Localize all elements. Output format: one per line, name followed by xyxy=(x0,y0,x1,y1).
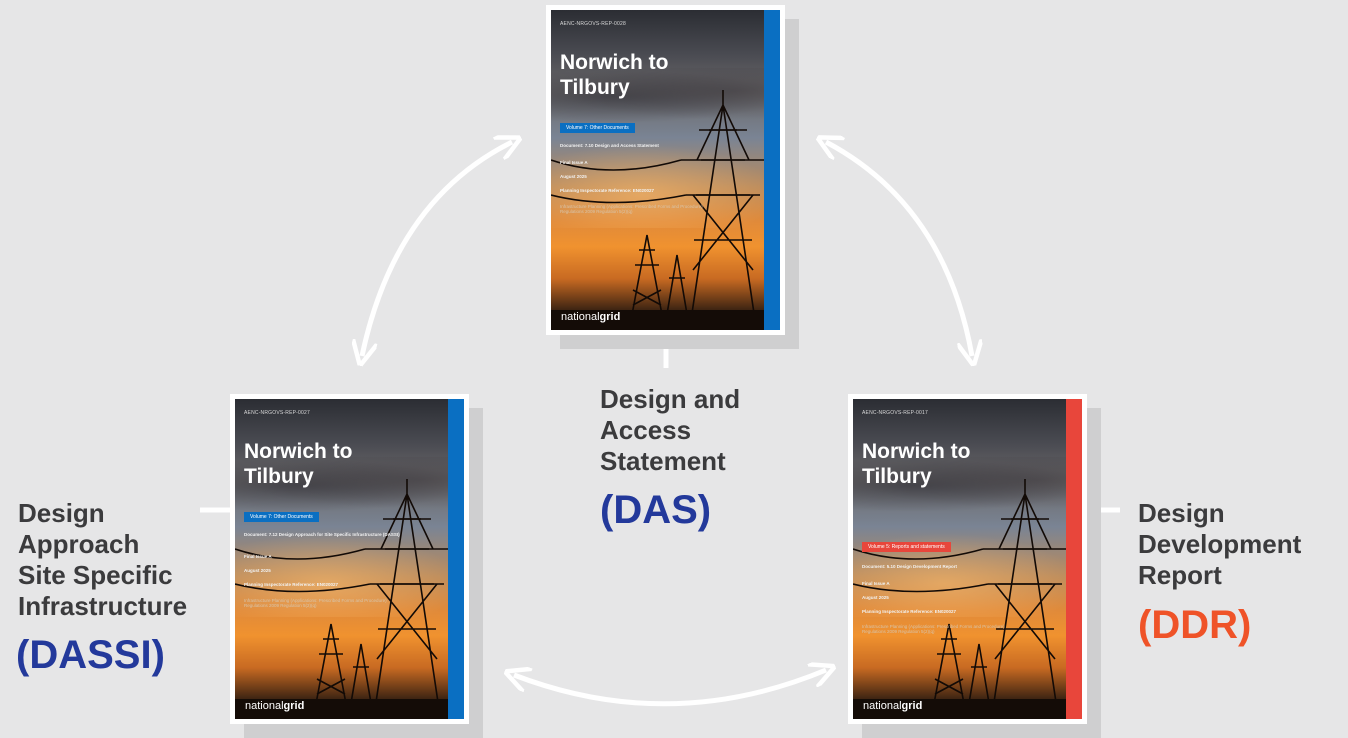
national-grid-logo: nationalgrid xyxy=(863,700,923,712)
dassi-issue: Final Issue A xyxy=(244,554,272,559)
ddr-date: August 2025 xyxy=(862,595,889,600)
ddr-cover-title-line1: Norwich to xyxy=(862,440,971,463)
ddr-document-cover: AENC-NRGOVS-REP-0017 Norwich to Tilbury … xyxy=(848,394,1101,738)
das-cover-title-line1: Norwich to xyxy=(560,51,669,74)
ddr-volume-tag: Volume 5: Reports and statements xyxy=(862,542,951,552)
ddr-document-title: Document: 5.10 Design Development Report xyxy=(862,564,958,569)
das-date: August 2025 xyxy=(560,174,587,179)
dassi-regulation: Infrastructure Planning (Applications: P… xyxy=(244,598,387,608)
das-abbreviation: (DAS) xyxy=(600,488,712,532)
ddr-cover-title-line2: Tilbury xyxy=(862,465,932,488)
dassi-abbreviation: (DASSI) xyxy=(16,633,165,677)
das-regulation: Infrastructure Planning (Applications: P… xyxy=(560,204,703,214)
ddr-issue: Final Issue A xyxy=(862,581,890,586)
das-document-cover: AENC-NRGOVS-REP-0028 Norwich to Tilbury … xyxy=(546,5,799,349)
das-label: Design and Access Statement xyxy=(600,384,741,476)
dassi-cover-title-line2: Tilbury xyxy=(244,465,314,488)
das-cover-title-line2: Tilbury xyxy=(560,76,630,99)
ddr-abbreviation: (DDR) xyxy=(1138,603,1252,647)
dassi-document-title: Document: 7.12 Design Approach for Site … xyxy=(244,532,400,537)
dassi-volume-tag: Volume 7: Other Documents xyxy=(244,512,319,522)
das-planning-ref: Planning Inspectorate Reference: EN02002… xyxy=(560,188,655,193)
national-grid-logo: nationalgrid xyxy=(561,311,621,323)
dassi-cover-title-line1: Norwich to xyxy=(244,440,353,463)
arrow-dassi-das xyxy=(362,142,512,356)
national-grid-logo: nationalgrid xyxy=(245,700,305,712)
ddr-label: Design Development Report xyxy=(1138,498,1302,590)
dassi-document-cover: AENC-NRGOVS-REP-0027 Norwich to Tilbury … xyxy=(230,394,483,738)
arrow-dassi-ddr xyxy=(514,670,826,707)
pylon-image xyxy=(551,90,780,330)
pylon-image xyxy=(235,479,464,719)
ddr-regulation: Infrastructure Planning (Applications: P… xyxy=(862,624,1005,634)
dassi-label: Design Approach Site Specific Infrastruc… xyxy=(18,498,188,621)
das-issue: Final Issue A xyxy=(560,160,588,165)
ddr-planning-ref: Planning Inspectorate Reference: EN02002… xyxy=(862,609,957,614)
dassi-planning-ref: Planning Inspectorate Reference: EN02002… xyxy=(244,582,339,587)
arrow-das-ddr xyxy=(826,142,972,356)
das-document-title: Document: 7.10 Design and Access Stateme… xyxy=(560,143,659,148)
das-volume-tag: Volume 7: Other Documents xyxy=(560,123,635,133)
dassi-date: August 2025 xyxy=(244,568,271,573)
